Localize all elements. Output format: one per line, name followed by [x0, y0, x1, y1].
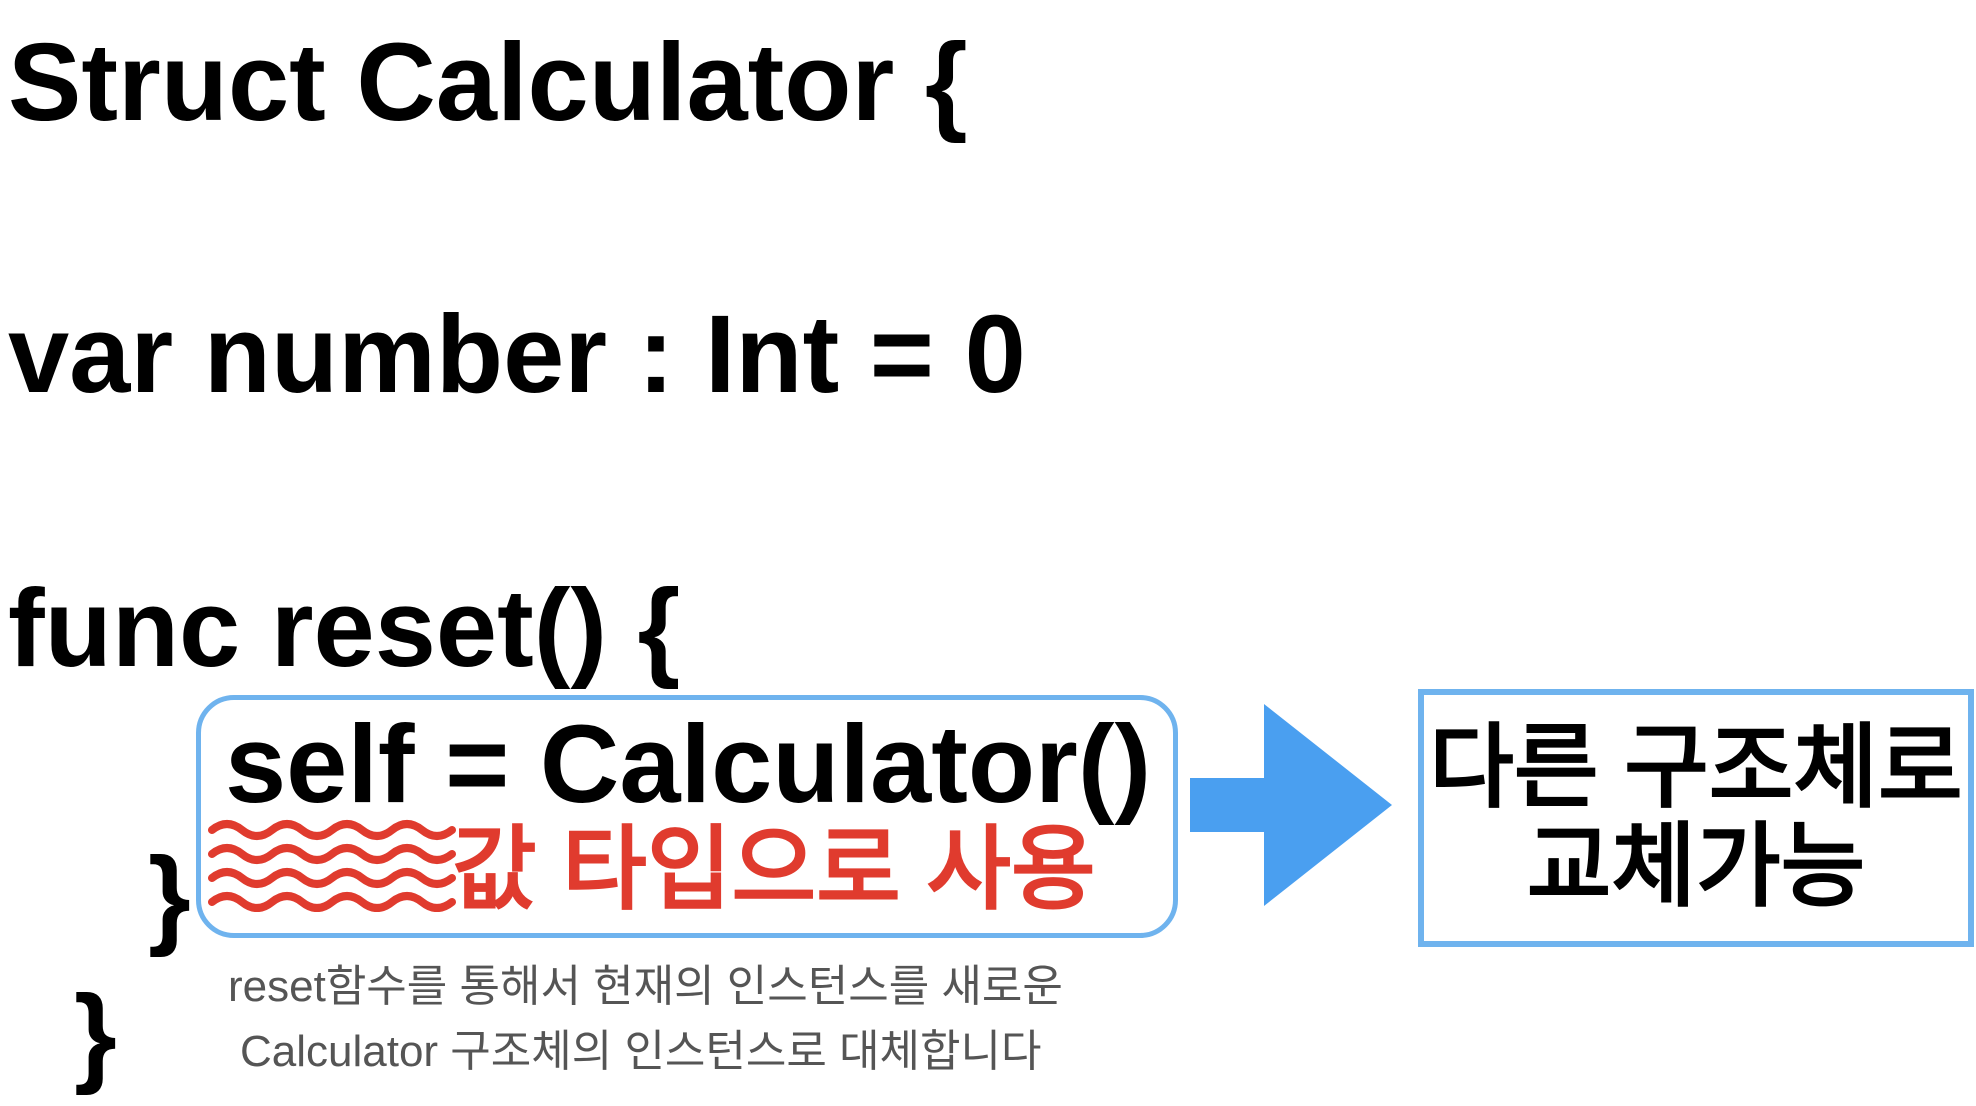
code-line-self-assignment: self = Calculator(): [225, 703, 1152, 826]
value-type-label: 값 타입으로 사용: [452, 819, 1096, 921]
code-line-var: var number : Int = 0: [8, 293, 1026, 416]
code-inner-closing-brace: }: [148, 835, 191, 958]
code-line-struct: Struct Calculator {: [8, 21, 968, 144]
caption-line-1: reset함수를 통해서 현재의 인스턴스를 새로운: [228, 962, 1063, 1011]
code-outer-closing-brace: }: [74, 973, 117, 1096]
caption-line-2: Calculator 구조체의 인스턴스로 대체합니다: [240, 1027, 1042, 1076]
right-arrow-icon: [1190, 704, 1392, 906]
code-line-func: func reset() {: [8, 567, 681, 690]
self-assignment-highlight-box: [196, 695, 1178, 938]
result-line-1: 다른 구조체로: [1429, 716, 1963, 819]
result-line-2: 교체가능: [1526, 816, 1866, 918]
wavy-underline-icon: [208, 820, 456, 912]
result-callout-box: 다른 구조체로 교체가능: [1418, 689, 1974, 947]
